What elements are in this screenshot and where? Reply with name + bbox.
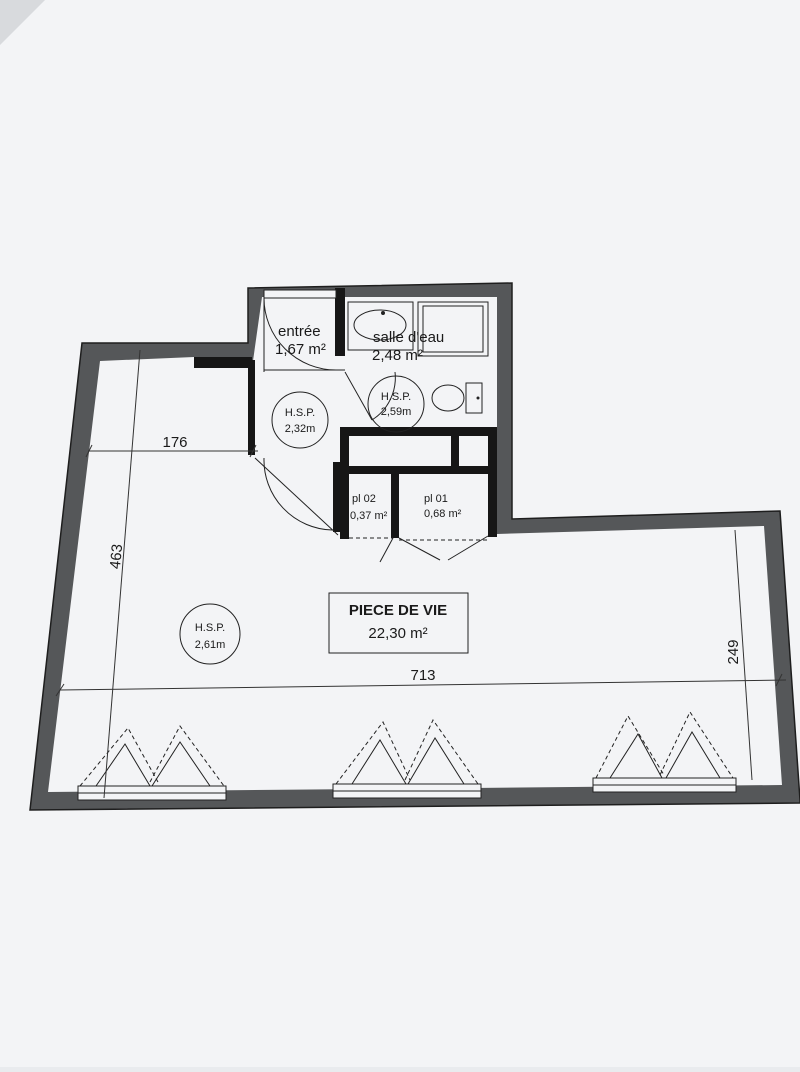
dimension-176: 176	[162, 434, 187, 451]
salle-eau-area: 2,48 m²	[372, 347, 423, 364]
bathroom-fixtures	[347, 301, 489, 414]
paper-corner-shadow	[0, 0, 45, 45]
piece-de-vie-name: PIECE DE VIE	[349, 602, 447, 619]
height-marker-bathroom	[367, 375, 425, 433]
height-marker-entrance	[271, 391, 329, 449]
piece-de-vie-area: 22,30 m²	[368, 625, 427, 642]
height-label-2: H.S.P.	[285, 407, 315, 419]
pl02-area: 0,37 m²	[350, 510, 388, 522]
height-value-1: 2,59m	[381, 406, 412, 418]
living-room-label-box	[328, 592, 469, 654]
window-middle	[332, 719, 482, 799]
living-room-door	[254, 457, 339, 536]
height-marker-living-room	[179, 603, 241, 665]
dimension-lines	[55, 349, 787, 799]
bathroom-door	[344, 371, 396, 421]
dimension-463: 463	[107, 543, 127, 570]
window-right	[592, 710, 737, 793]
pl02-name: pl 02	[352, 493, 376, 505]
dimension-249: 249	[725, 639, 742, 664]
closet-doors	[349, 535, 489, 563]
salle-eau-name: salle d'eau	[373, 329, 444, 346]
interior-walls	[194, 288, 497, 539]
pl01-area: 0,68 m²	[424, 508, 462, 520]
height-label-1: H.S.P.	[381, 391, 411, 403]
pl01-name: pl 01	[424, 493, 448, 505]
height-value-3: 2,61m	[195, 639, 226, 651]
height-label-3: H.S.P.	[195, 622, 225, 634]
dimension-713: 713	[410, 667, 435, 684]
height-value-2: 2,32m	[285, 423, 316, 435]
window-left	[77, 725, 227, 801]
entrance-door	[263, 289, 345, 372]
entree-name: entrée	[278, 323, 321, 340]
entree-area: 1,67 m²	[275, 341, 326, 358]
